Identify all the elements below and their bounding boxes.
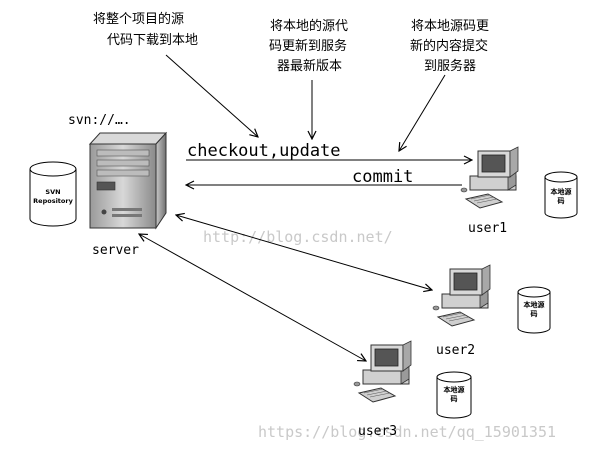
- computer-icon: [460, 146, 519, 209]
- server-url: svn://….: [68, 113, 131, 128]
- server-tower-icon: [88, 131, 168, 230]
- commit-pointer-arrow: [399, 74, 446, 151]
- user2-local-source-cylinder: 本地源 码: [517, 286, 551, 334]
- watermark-bottom: https://blog.csdn.net/qq_15901351: [258, 423, 556, 441]
- user2-source-label-line-2: 码: [531, 310, 538, 318]
- user3-local-source-cylinder: 本地源 码: [436, 371, 472, 419]
- user2-workstation: user2: [432, 264, 491, 358]
- commit-note-line-1: 将本地源码更: [411, 19, 489, 34]
- user1-source-label-line-1: 本地源: [550, 187, 572, 196]
- server-user2-arrow: [176, 215, 432, 290]
- user3-source-label-line-1: 本地源: [443, 385, 465, 394]
- user1-source-label-line-2: 码: [558, 197, 565, 205]
- user3-label: user3: [358, 424, 397, 439]
- commit-note-line-3: 到服务器: [424, 58, 476, 74]
- user2-source-label-line-1: 本地源: [523, 300, 545, 309]
- user2-label: user2: [436, 343, 475, 358]
- user1-local-source-cylinder: 本地源 码: [544, 171, 578, 219]
- commit-annotation: 将本地源码更 新的内容提交 到服务器: [410, 19, 489, 74]
- repository-label-line-1: SVN: [45, 188, 60, 196]
- update-note-line-3: 器最新版本: [277, 58, 342, 74]
- computer-icon: [432, 264, 491, 327]
- update-annotation: 将本地的源代 码更新到服务 器最新版本: [269, 18, 348, 74]
- user1-workstation: user1: [460, 146, 519, 236]
- checkout-update-label: checkout,update: [187, 141, 341, 161]
- checkout-note-line-1: 将整个项目的源: [93, 11, 184, 27]
- repository-label-line-2: Repository: [33, 197, 73, 205]
- commit-label: commit: [352, 167, 413, 187]
- server-label: server: [92, 243, 139, 258]
- repository-cylinder: SVN Repository: [29, 161, 77, 227]
- computer-icon: [353, 340, 412, 403]
- user3-workstation: user3: [353, 340, 412, 439]
- user3-source-label-line-2: 码: [451, 395, 458, 403]
- checkout-note-line-2: 代码下载到本地: [107, 33, 198, 48]
- user1-label: user1: [468, 221, 507, 236]
- update-note-line-1: 将本地的源代: [270, 18, 348, 34]
- checkout-pointer-arrow: [165, 54, 258, 137]
- commit-note-line-2: 新的内容提交: [410, 38, 488, 54]
- server-user3-arrow: [139, 234, 366, 361]
- watermark-center: http://blog.csdn.net/: [203, 228, 393, 246]
- update-note-line-2: 码更新到服务: [269, 38, 347, 54]
- checkout-annotation: 将整个项目的源 代码下载到本地: [93, 11, 198, 48]
